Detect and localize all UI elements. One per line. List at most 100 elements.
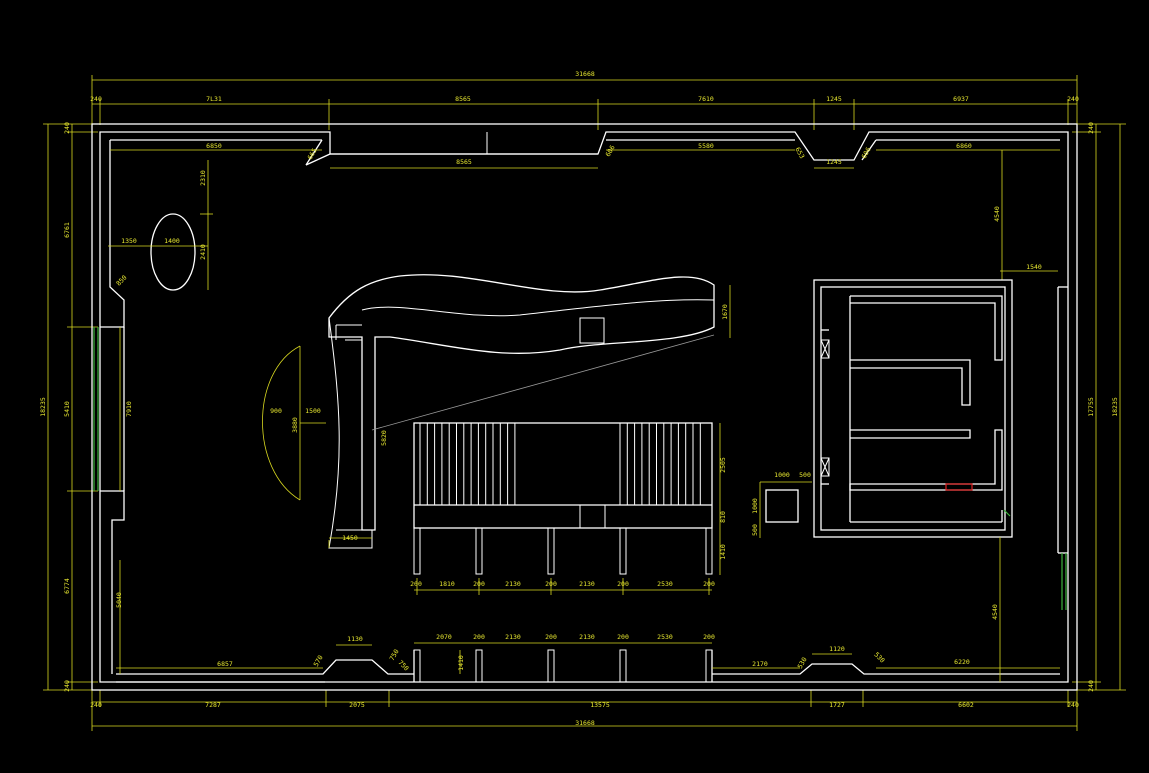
bottom-chain-2: 2075 [349,701,365,709]
arc-depth-label: 900 [270,407,282,415]
bottom-45a-label: 570 [312,654,325,668]
top-chain-4: 1245 [826,95,842,103]
stair-treads [419,423,701,505]
arc-feature [262,345,326,501]
bottom-chain-5: 6602 [958,701,974,709]
top-far-right-label: 6860 [956,142,972,150]
desk-base-label: 1450 [342,534,358,542]
column-legs [413,527,713,683]
top-inner-dims [330,149,1060,280]
bay-upper-label: 2130 [505,580,521,588]
bottom-inner-dims [116,644,1060,669]
reception-desk [328,274,731,549]
box-low-label: 500 [751,524,759,536]
top-chain-3: 7610 [698,95,714,103]
column-leg [475,527,483,575]
bottom-chain-1: 7287 [205,701,221,709]
bottom-bay2-label: 1120 [829,645,845,653]
bay-upper-label: 1810 [439,580,455,588]
stair-low-label: 1410 [719,544,727,560]
left-chain-2: 5410 [63,401,71,417]
column-leg [413,527,421,575]
bay-row-dims [414,589,712,674]
box-width-label: 1000 [774,471,790,479]
bay-lower-label: 2530 [657,633,673,641]
column-post [547,649,555,683]
bay-upper-label: 200 [703,580,715,588]
top-45b-label: 606 [604,144,617,158]
right-room [813,279,1013,682]
column-leg [547,527,555,575]
red-marker [945,483,973,491]
left-wall-detail [93,140,125,674]
box-height-label: 1000 [751,498,759,514]
top-45c-label: 653 [793,146,806,160]
oval-width-label: 1400 [164,237,180,245]
bottom-bay-label: 1130 [347,635,363,643]
bottom-right-a-label: 2170 [752,660,768,668]
top-right-run-label: 5580 [698,142,714,150]
bay-lower-label: 200 [617,633,629,641]
oval-v1-label: 2310 [199,170,207,186]
bottom-chain-4: 1727 [829,701,845,709]
stair-block [413,422,721,683]
bottom-45b-label: 750 [388,648,401,662]
top-chain-0: 240 [90,95,102,103]
arc-span-label: 1500 [305,407,321,415]
corner-45-label: 850 [115,274,129,288]
left-lower-label: 5040 [115,592,123,608]
desk-depth-label: 5820 [380,430,388,446]
column-leg [705,527,713,575]
bay-lower-label: 200 [703,633,715,641]
stair-top-label: 2505 [719,457,727,473]
left-chain-1: 6761 [63,222,71,238]
right-wall-detail [1057,286,1068,610]
column-post [413,649,421,683]
bay-upper-label: 200 [545,580,557,588]
right-inner-dim: 17755 [1087,397,1095,417]
top-small-label: 1245 [826,158,842,166]
top-bay-label: 8565 [456,158,472,166]
bottom-chain-3: 13575 [590,701,610,709]
top-total-dim: 31668 [575,70,595,78]
left-chain-4: 240 [63,680,71,692]
top-chain-2: 8565 [455,95,471,103]
left-chain-3: 6774 [63,578,71,594]
bottom-45c-label: 750 [396,659,410,673]
right-h-label: 1540 [1026,263,1042,271]
right-total-dim: 18235 [1111,397,1119,417]
bay-upper-label: 200 [617,580,629,588]
bay-upper-label: 2530 [657,580,673,588]
bay-row-upper-labels: 200 1810 200 2130 200 2130 200 2530 200 [410,580,715,588]
bay-lower-label: 200 [545,633,557,641]
right-v-low-label: 4540 [991,604,999,620]
oval-v2-label: 2410 [199,244,207,260]
bay-lower-label: 2130 [579,633,595,641]
top-chain-6: 240 [1067,95,1079,103]
stair-mid-label: 810 [719,511,727,523]
column-post [619,649,627,683]
right-chain-1: 240 [1087,680,1095,692]
bay-upper-label: 200 [410,580,422,588]
bottom-total-dim: 31668 [575,719,595,727]
bay-lower-label: 2070 [436,633,452,641]
top-chain-1: 7L31 [206,95,222,103]
bottom-chain-0: 240 [90,701,102,709]
overall-dimensions [43,75,1126,731]
bay-upper-label: 2130 [579,580,595,588]
bottom-wall-detail [116,650,1060,683]
left-chain-0: 240 [63,122,71,134]
top-left-run-label: 6850 [206,142,222,150]
column-post [475,649,483,683]
bottom-right-run-label: 6220 [954,658,970,666]
bottom-chain-6: 240 [1067,701,1079,709]
box-gap-label: 500 [799,471,811,479]
top-chain-5: 6937 [953,95,969,103]
desk-height-label: 1670 [721,304,729,320]
bay-upper-label: 200 [473,580,485,588]
column-height-label: 1410 [457,655,465,671]
oval-table [150,213,196,291]
right-chain-0: 240 [1087,122,1095,134]
